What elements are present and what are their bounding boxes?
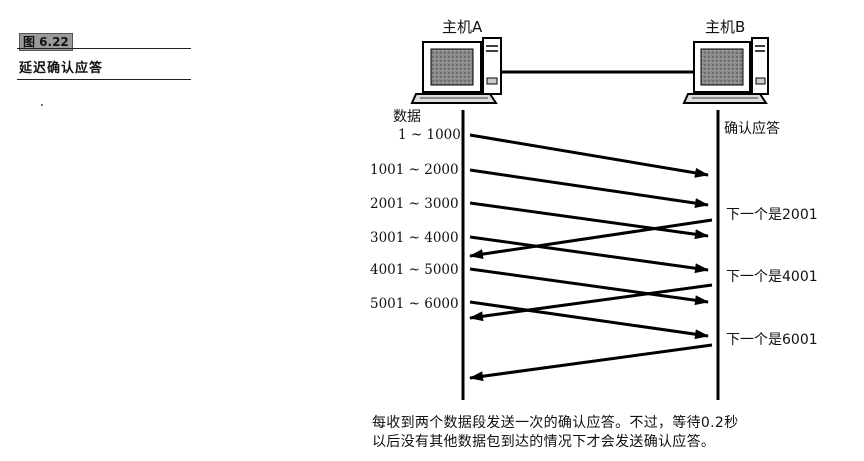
data-arrow-1 [469,133,709,178]
caption-line-1: 每收到两个数据段发送一次的确认应答。不过，等待0.2秒 [372,415,739,431]
host-b-label: 主机B [705,18,746,36]
ack-label: 下一个是2001 [726,207,818,223]
ack-arrow-1 [469,218,713,260]
caption-line-2: 以后没有其他数据包到达的情况下才会发送确认应答。 [372,434,716,450]
host-a-label: 主机A [442,18,483,36]
computer-a-icon [410,37,502,104]
data-segment-label: 5001 ~ 6000 [370,296,459,312]
figure-number-tag: 图 6.22 [19,33,73,51]
computer-b-icon [682,37,769,104]
ack-label: 下一个是6001 [726,332,818,348]
data-segment-label: 3001 ~ 4000 [370,230,459,246]
data-arrow-6 [469,300,709,340]
data-arrow-5 [469,267,709,306]
ack-label: 下一个是4001 [726,269,818,285]
bottom-rule [17,79,191,80]
data-segment-label: 1 ~ 1000 [398,127,461,143]
data-arrow-3 [469,201,709,240]
sender-axis-label: 数据 [393,109,421,125]
data-segment-label: 2001 ~ 3000 [370,196,459,212]
data-segment-label: 4001 ~ 5000 [370,262,459,278]
figure-title: 延迟确认应答 [19,61,104,76]
top-rule [17,48,191,49]
data-arrow-2 [469,168,709,209]
receiver-axis-label: 确认应答 [724,121,780,137]
stray-dot [41,104,43,106]
data-segment-label: 1001 ~ 2000 [370,162,459,178]
ack-arrow-3 [469,343,713,382]
data-arrow-4 [469,235,709,274]
ack-arrow-2 [469,283,713,322]
